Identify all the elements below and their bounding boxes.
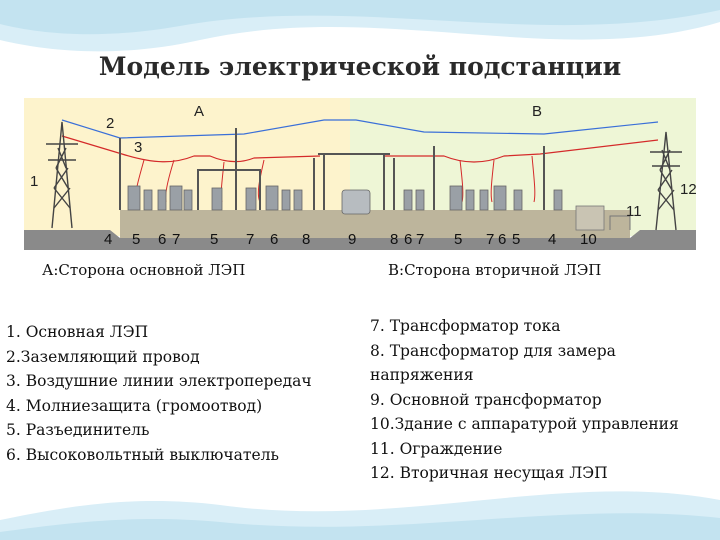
callout-bottom: 5 (454, 231, 462, 248)
power-wire (61, 135, 659, 163)
list-item: 7. Трансформатор тока (370, 317, 561, 335)
callout-bottom: 7 (486, 231, 494, 248)
substation-diagram: A B (24, 98, 696, 250)
legend-right-list: 7. Трансформатор тока 8. Трансформатор д… (370, 314, 710, 486)
callout-bottom: 6 (498, 231, 506, 248)
list-item: 3. Воздушние линии электропередач (6, 372, 312, 390)
callout-bottom: 6 (158, 231, 166, 248)
callout-bottom: 4 (104, 231, 112, 248)
list-item: 11. Ограждение (370, 439, 503, 458)
page-title: Модель электрической подстанции (98, 52, 622, 81)
fence (609, 215, 631, 230)
callout-bottom: 4 (548, 231, 556, 248)
list-item: 8. Трансформатор для замера напряжения (370, 341, 616, 385)
list-item: 10.Здание с аппаратурой управления (370, 415, 679, 433)
callout-11: 11 (626, 203, 642, 220)
list-item: 9. Основной трансформатор (370, 390, 602, 409)
callout-bottom: 9 (348, 231, 356, 248)
callout-bottom: 8 (390, 231, 398, 248)
list-item: 2.Заземляющий провод (6, 347, 200, 366)
control-building (575, 205, 605, 231)
foundation (120, 210, 630, 238)
side-a-label: А:Сторона основной ЛЭП (42, 261, 246, 279)
callout-bottom: 8 (302, 231, 310, 248)
secondary-power-tower (650, 131, 682, 231)
ground-wire (61, 119, 659, 139)
substation-steel (119, 128, 545, 210)
callout-bottom: 10 (580, 231, 597, 248)
callout-bottom: 7 (416, 231, 424, 248)
list-item: 4. Молниезащита (громоотвод) (6, 396, 263, 415)
zone-b-label: B (532, 103, 542, 120)
list-item: 5. Разъединитель (6, 421, 150, 439)
callout-bottom: 7 (246, 231, 254, 248)
callout-bottom: 5 (512, 231, 520, 248)
callout-bottom: 5 (132, 231, 140, 248)
zone-a-label: A (194, 103, 204, 120)
ground-strip (24, 230, 696, 250)
callout-2: 2 (106, 115, 114, 132)
callout-12: 12 (680, 181, 696, 198)
callout-3: 3 (134, 139, 142, 156)
callout-bottom: 6 (270, 231, 278, 248)
equipment (127, 185, 563, 215)
callout-bottom: 6 (404, 231, 412, 248)
callouts-bottom: 4 5 6 7 5 7 6 8 9 8 6 7 5 7 6 5 4 10 (104, 231, 597, 248)
callout-bottom: 5 (210, 231, 218, 248)
callout-bottom: 7 (172, 231, 180, 248)
main-power-tower (46, 121, 78, 229)
side-b-label: В:Сторона вторичной ЛЭП (388, 261, 602, 279)
list-item: 6. Высоковольтный выключатель (6, 445, 279, 464)
list-item: 1. Основная ЛЭП (6, 323, 149, 341)
list-item: 12. Вторичная несущая ЛЭП (370, 464, 608, 482)
callout-1: 1 (30, 173, 38, 190)
legend-left-list: 1. Основная ЛЭП 2.Заземляющий провод 3. … (6, 320, 312, 467)
